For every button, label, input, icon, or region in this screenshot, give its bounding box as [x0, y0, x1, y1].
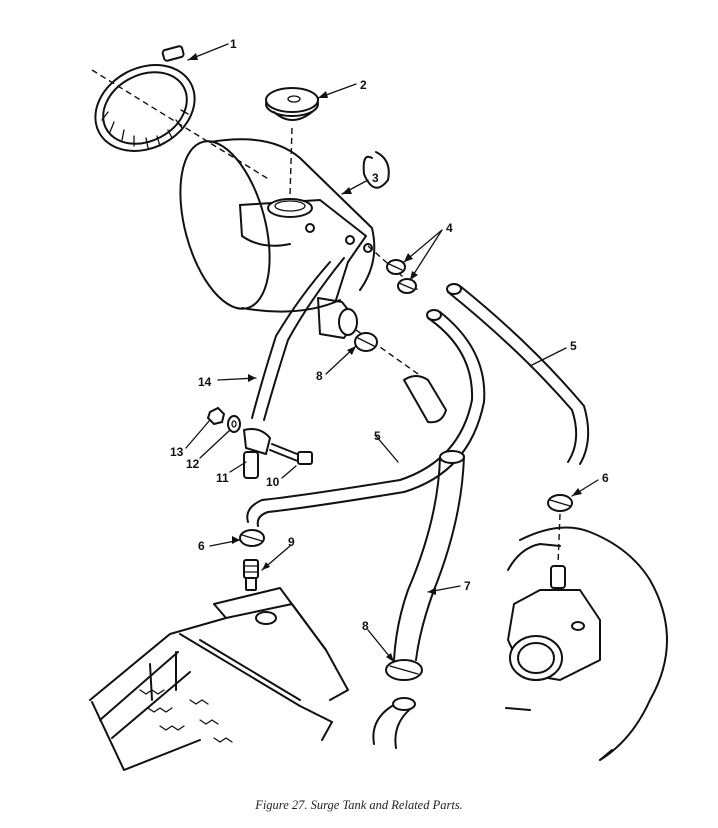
leader-lines [185, 43, 599, 663]
callout-9: 9 [288, 535, 295, 549]
callout-10: 10 [266, 475, 280, 489]
callout-1: 1 [230, 37, 237, 51]
nut-part-13 [206, 406, 226, 426]
surge-tank-part-3 [179, 138, 421, 375]
callout-8-lower: 8 [362, 619, 369, 633]
clamp-part-8-upper [354, 332, 378, 352]
fitting-part-9 [243, 559, 259, 591]
washer-part-12 [227, 415, 241, 433]
callout-13: 13 [170, 445, 184, 459]
callout-6-left: 6 [198, 539, 205, 553]
callout-4: 4 [446, 221, 453, 235]
callout-11: 11 [216, 471, 229, 485]
band-clamp-part-1 [91, 45, 271, 181]
callout-8-upper: 8 [316, 369, 323, 383]
radiator-cap-part-2 [265, 87, 319, 197]
lower-hose-part-5 [246, 309, 486, 527]
lower-radiator-hose-part-7 [393, 450, 465, 661]
water-pump-housing [505, 513, 668, 761]
bracket-part-11 [243, 428, 271, 479]
clamp-part-8-lower [372, 659, 423, 749]
callout-2: 2 [360, 78, 367, 92]
small-hose-part-14 [251, 257, 345, 421]
upper-hose-part-5 [446, 283, 590, 465]
bolt-part-10 [269, 443, 313, 465]
callout-numbers: 1 2 3 4 5 5 6 6 7 8 8 9 10 11 12 13 14 [170, 37, 609, 633]
hose-elbow-near-clamp [403, 375, 447, 424]
callout-6-right: 6 [602, 471, 609, 485]
callout-3: 3 [372, 171, 379, 185]
callout-12: 12 [186, 457, 200, 471]
callout-14: 14 [198, 375, 212, 389]
surge-tank-diagram: 1 2 3 4 5 5 6 6 7 8 8 9 10 11 12 13 14 [89, 37, 668, 771]
hose-end-clamps-part-6 [239, 494, 573, 547]
radiator-assembly [89, 587, 349, 771]
callout-7: 7 [464, 579, 471, 593]
callout-5-upper: 5 [570, 339, 577, 353]
callout-5-lower: 5 [374, 429, 381, 443]
figure-caption: Figure 27. Surge Tank and Related Parts. [255, 798, 463, 812]
tank-clamps-part-4 [386, 259, 417, 294]
